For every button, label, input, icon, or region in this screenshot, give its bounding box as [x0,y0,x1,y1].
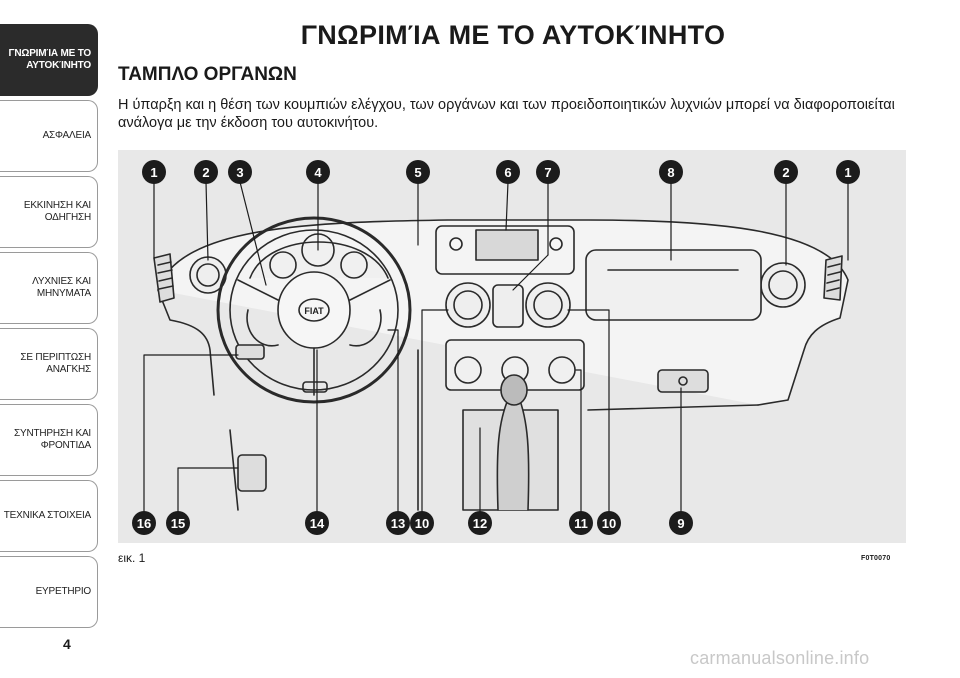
fiat-logo: FIAT [304,306,324,316]
page-number: 4 [63,636,71,652]
callout-2: 2 [194,160,218,184]
tab-label: ΤΕΧΝΙΚΑ ΣΤΟΙΧΕΙΑ [3,510,91,521]
tab-emergency[interactable]: ΣΕ ΠΕΡΙΠΤΩΣΗ ΑΝΑΓΚΗΣ [0,328,98,400]
callout-15: 15 [166,511,190,535]
callout-5: 5 [406,160,430,184]
callout-16: 16 [132,511,156,535]
callout-3: 3 [228,160,252,184]
page-title: ΓΝΩΡΙΜΊΑ ΜΕ ΤΟ ΑΥΤΟΚΊΝΗΤΟ [300,20,726,50]
callout-10: 10 [410,511,434,535]
callout-9: 9 [669,511,693,535]
callout-12: 12 [468,511,492,535]
figure-caption: εικ. 1 [118,551,146,565]
callout-1: 1 [142,160,166,184]
watermark: carmanualsonline.info [690,648,870,668]
callout-1b: 1 [836,160,860,184]
callout-2b: 2 [774,160,798,184]
tab-label: ΕΥΡΕΤΗΡΙΟ [35,586,92,597]
section-title: ΤΑΜΠΛΟ ΟΡΓΑΝΩΝ [118,64,297,85]
tab-starting-driving[interactable]: ΕΚΚΙΝΗΣΗ ΚΑΙ ΟΔΗΓΗΣΗ [0,176,98,248]
callout-11: 11 [569,511,593,535]
callout-13: 13 [386,511,410,535]
dashboard-illustration: FIAT [143,181,849,513]
tab-label: ΣΥΝΤΗΡΗΣΗ ΚΑΙ ΦΡΟΝΤΙΔΑ [14,428,91,451]
tab-label: ΑΣΦΑΛΕΙΑ [42,130,92,141]
tab-label: ΣΕ ΠΕΡΙΠΤΩΣΗ ΑΝΑΓΚΗΣ [20,352,91,375]
tab-maintenance[interactable]: ΣΥΝΤΗΡΗΣΗ ΚΑΙ ΦΡΟΝΤΙΔΑ [0,404,98,476]
callout-4: 4 [306,160,330,184]
figure-code: F0T0070 [861,555,891,562]
callout-7: 7 [536,160,560,184]
callout-10b: 10 [597,511,621,535]
tab-warning-lights[interactable]: ΛΥΧΝΙΕΣ ΚΑΙ ΜΗΝΥΜΑΤΑ [0,252,98,324]
callout-6: 6 [496,160,520,184]
tab-label: ΓΝΩΡΙΜΊΑ ΜΕ ΤΟ ΑΥΤΟΚΊΝΗΤΟ [8,48,92,71]
tab-label: ΕΚΚΙΝΗΣΗ ΚΑΙ ΟΔΗΓΗΣΗ [23,200,91,223]
tab-safety[interactable]: ΑΣΦΑΛΕΙΑ [0,100,98,172]
callout-14: 14 [305,511,329,535]
callout-8: 8 [659,160,683,184]
tab-label: ΛΥΧΝΙΕΣ ΚΑΙ ΜΗΝΥΜΑΤΑ [32,276,91,299]
intro-paragraph: Η ύπαρξη και η θέση των κουμπιών ελέγχου… [118,97,895,131]
tab-getting-to-know[interactable]: ΓΝΩΡΙΜΊΑ ΜΕ ΤΟ ΑΥΤΟΚΊΝΗΤΟ [0,24,98,96]
dashboard-figure: FIAT [118,150,906,543]
tab-index[interactable]: ΕΥΡΕΤΗΡΙΟ [0,556,98,628]
tab-technical-data[interactable]: ΤΕΧΝΙΚΑ ΣΤΟΙΧΕΙΑ [0,480,98,552]
